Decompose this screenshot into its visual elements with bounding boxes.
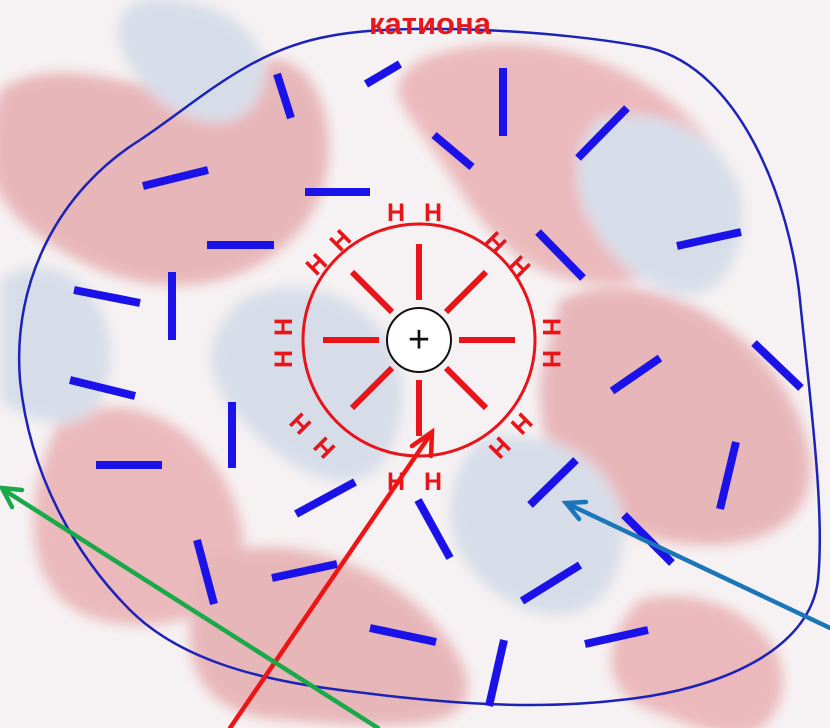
water-dipole (349, 365, 395, 411)
dipole (485, 639, 508, 707)
green-arrow-head (0, 485, 25, 510)
red-arrow-head (409, 427, 435, 459)
dipole (751, 340, 804, 391)
cation-circle (386, 307, 452, 373)
h-label: H (537, 350, 565, 368)
h-label: H (308, 431, 341, 464)
h-label: H (503, 250, 536, 283)
h-label: H (270, 318, 298, 336)
h-label: H (270, 350, 298, 368)
h-label: H (424, 468, 442, 496)
outer-dipoles (69, 60, 804, 707)
dipole (621, 512, 675, 566)
dipole (519, 561, 583, 605)
h-label: H (537, 318, 565, 336)
dipole (193, 538, 218, 606)
h-label: H (324, 224, 357, 257)
green-arrow (1, 487, 381, 728)
h-label: H (479, 226, 512, 259)
dipole (273, 72, 295, 120)
dipole (73, 286, 141, 307)
h-label: H (284, 407, 317, 440)
water-dipole (443, 365, 489, 411)
water-dipole (349, 269, 395, 315)
blue-arrow (565, 501, 830, 631)
dipole (716, 441, 740, 510)
dipole (575, 105, 630, 161)
dipole (414, 498, 454, 560)
red-arrow (227, 435, 431, 728)
dipole (363, 60, 403, 88)
blue-arrow-head (561, 499, 589, 522)
dipole (294, 478, 357, 518)
dipole (676, 228, 742, 250)
water-dipole (443, 269, 489, 315)
dipole (431, 131, 475, 171)
dipole (535, 229, 586, 281)
dipole (584, 626, 649, 648)
h-label: H (483, 431, 516, 464)
dipole (69, 376, 136, 400)
diagram-title: катиона (369, 6, 491, 41)
h-label: H (424, 199, 442, 227)
outer-hydration-shell (17, 27, 822, 707)
dipole (527, 457, 579, 508)
h-label: H (300, 248, 333, 281)
dipole (609, 354, 663, 395)
dipole (369, 624, 437, 646)
inner-hydration-shell (301, 222, 537, 458)
h-label: H (387, 199, 405, 227)
cation-plus-icon: + (408, 319, 430, 361)
dipole (271, 560, 338, 582)
dipole (142, 166, 209, 190)
inner-dipoles (323, 244, 515, 436)
